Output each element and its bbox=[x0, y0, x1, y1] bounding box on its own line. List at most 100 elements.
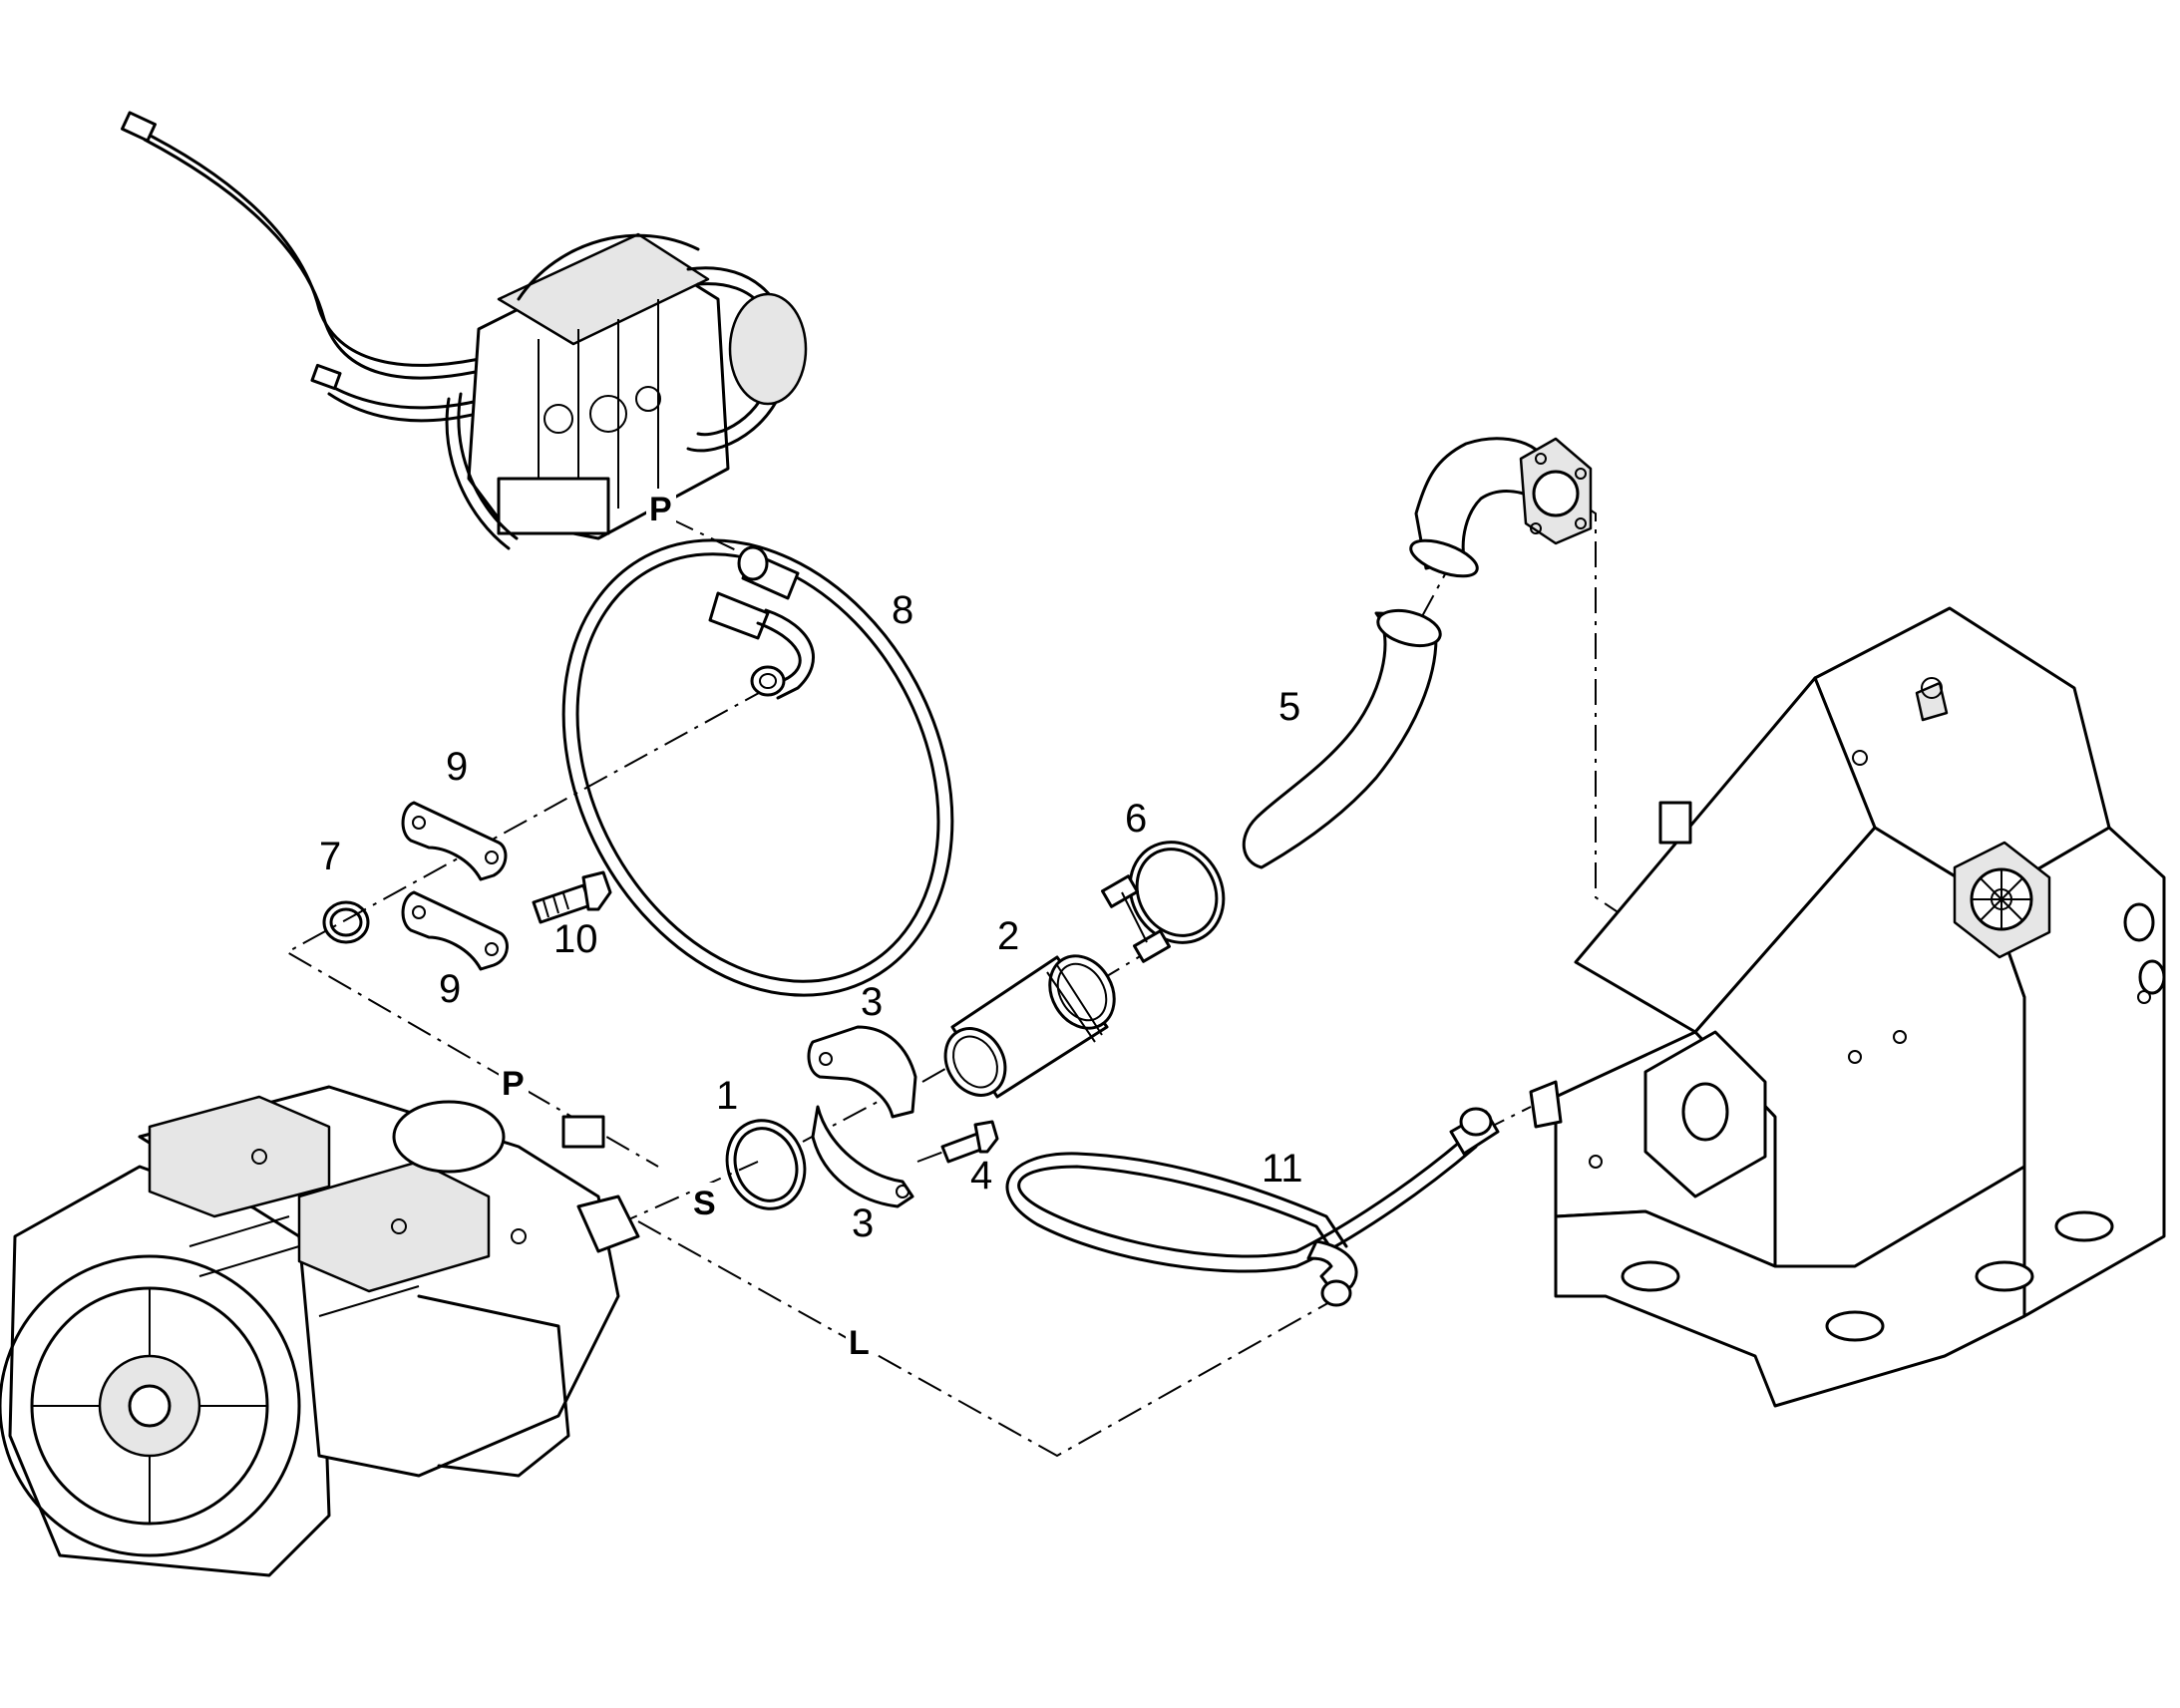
o-ring-7 bbox=[322, 900, 370, 944]
tube-2-end-right-bore bbox=[1056, 962, 1108, 1022]
leader-clamp-3-to-tube-2 bbox=[921, 1061, 958, 1083]
elbow-flange-bolt-4 bbox=[1530, 522, 1542, 534]
callout-4: 4 bbox=[970, 1154, 992, 1197]
tank-filter-spokes bbox=[1972, 869, 2031, 929]
tube-2-rib bbox=[1046, 964, 1103, 1043]
pilot-line-left-2 bbox=[143, 138, 521, 380]
callout-9-top: 9 bbox=[446, 745, 468, 789]
valve-line-down-2 bbox=[457, 392, 519, 540]
valve-port-1 bbox=[544, 404, 573, 434]
clamp-3-bottom-hole bbox=[896, 1185, 909, 1198]
valve-detail-1 bbox=[538, 299, 659, 509]
flange-9-bottom-hole-2 bbox=[485, 942, 499, 956]
tube-2-end-right bbox=[1048, 954, 1116, 1030]
callout-9-bottom: 9 bbox=[439, 967, 461, 1011]
leader-hose-8-to-pump bbox=[284, 687, 769, 1168]
hose-8-loop-outer bbox=[561, 538, 954, 997]
tank-return-fitting bbox=[1529, 1080, 1563, 1129]
valve-line-down bbox=[445, 397, 511, 550]
connection-letter-l: L bbox=[849, 1324, 870, 1362]
pump-aux-cylinder bbox=[392, 1100, 506, 1174]
bolt-10-head bbox=[581, 870, 612, 911]
tube-2-end-left-bore bbox=[952, 1035, 998, 1089]
connection-letters: P P S L bbox=[499, 489, 876, 1362]
flange-9-top-hole-1 bbox=[412, 816, 426, 830]
elbow-flange-bore bbox=[1532, 470, 1580, 517]
tank-foot-3 bbox=[1975, 1260, 2034, 1292]
tank-breather-cap bbox=[1921, 677, 1943, 699]
connection-letter-s: S bbox=[693, 1185, 716, 1222]
clamp-6-band-inner bbox=[1135, 848, 1219, 937]
hose-8-fitting-bottom bbox=[750, 665, 786, 697]
clamp-3-top-hole bbox=[819, 1052, 833, 1066]
connection-letter-p-top: P bbox=[649, 491, 672, 528]
callout-8: 8 bbox=[892, 588, 913, 632]
pump-rib-1 bbox=[188, 1215, 420, 1317]
flange-9-bottom-hole-1 bbox=[412, 905, 426, 919]
hose-5-body bbox=[1242, 611, 1438, 869]
pilot-fitting bbox=[121, 111, 157, 143]
elbow-flange-bolt-1 bbox=[1535, 453, 1547, 465]
elbow-bottom-end bbox=[1409, 538, 1479, 578]
tank-port-right bbox=[2138, 959, 2166, 995]
tank-bolt-5 bbox=[1589, 1155, 1603, 1169]
leader-pump-to-hose-11 bbox=[637, 1220, 1332, 1458]
callout-3-top: 3 bbox=[861, 980, 883, 1024]
elbow-flange-bolt-2 bbox=[1575, 468, 1587, 480]
flange-9-top-hole-2 bbox=[485, 851, 499, 864]
tank-breather bbox=[1915, 681, 1949, 722]
callout-3-bottom: 3 bbox=[852, 1201, 874, 1245]
o-ring-1-inner bbox=[733, 1127, 799, 1202]
callout-6: 6 bbox=[1125, 797, 1147, 841]
clamp-6-screw bbox=[1121, 891, 1148, 943]
callout-1: 1 bbox=[716, 1074, 738, 1118]
pump-bolt-1 bbox=[251, 1149, 267, 1165]
o-ring-1 bbox=[725, 1119, 807, 1210]
clamp-half-3-top bbox=[807, 1025, 917, 1119]
hydraulic-tank bbox=[1529, 606, 2166, 1408]
p-mid-bg bbox=[499, 1063, 529, 1099]
tank-inspection-port bbox=[1681, 1082, 1729, 1142]
part-callouts: 1 2 3 3 4 5 6 7 8 9 9 10 11 bbox=[319, 588, 1303, 1245]
valve-port-3 bbox=[635, 386, 661, 412]
hose-8-assembly bbox=[561, 538, 954, 997]
elbow-flange-bolt-3 bbox=[1575, 517, 1587, 529]
pump-shaft bbox=[128, 1384, 172, 1428]
pump-spokes bbox=[32, 1288, 267, 1524]
pump-lower-stack bbox=[417, 1294, 570, 1478]
p-top-bg bbox=[646, 489, 676, 524]
flange-half-9-bottom bbox=[401, 890, 509, 971]
pilot-line-left bbox=[133, 126, 521, 367]
clamp-set bbox=[807, 1025, 999, 1208]
pump-port-block bbox=[576, 1195, 640, 1253]
hose-8-fitting-top bbox=[737, 545, 769, 581]
connection-letter-p-mid: P bbox=[502, 1065, 525, 1103]
leader-elbow-to-tank bbox=[1580, 503, 1627, 918]
hose-8-elbow-2 bbox=[764, 608, 815, 700]
hose-5 bbox=[1242, 608, 1442, 869]
o-ring-1-outer bbox=[725, 1119, 807, 1210]
bolt-4-head bbox=[973, 1120, 999, 1154]
o-ring-7-inner bbox=[329, 907, 363, 937]
clamp-6-band-outer bbox=[1128, 841, 1226, 944]
hose-8-fitting-bottom-bore bbox=[759, 673, 777, 689]
pilot-fitting-2 bbox=[310, 363, 342, 391]
hose-8-elbow bbox=[756, 621, 802, 690]
clamp-6-screw-block-bottom bbox=[1133, 929, 1171, 963]
tank-sight-glass bbox=[2123, 902, 2155, 942]
suction-elbow bbox=[1409, 437, 1593, 578]
tank-bolt-3 bbox=[1893, 1030, 1907, 1044]
valve-line-top bbox=[517, 233, 700, 301]
flange-half-9-top bbox=[401, 801, 508, 881]
tank-foot-4 bbox=[1825, 1310, 1885, 1342]
tank-bolt-4 bbox=[2137, 990, 2151, 1004]
tank-bolt-1 bbox=[1852, 750, 1868, 766]
hose-11-fitting-top-nut bbox=[1459, 1107, 1493, 1137]
tank-lower-front bbox=[1554, 1165, 2026, 1408]
pump-fitting-right bbox=[561, 1115, 605, 1149]
hose-11-outer bbox=[1017, 1135, 1468, 1258]
accumulator bbox=[728, 292, 808, 406]
valve-top-plate bbox=[497, 232, 710, 346]
callout-10: 10 bbox=[553, 917, 598, 961]
